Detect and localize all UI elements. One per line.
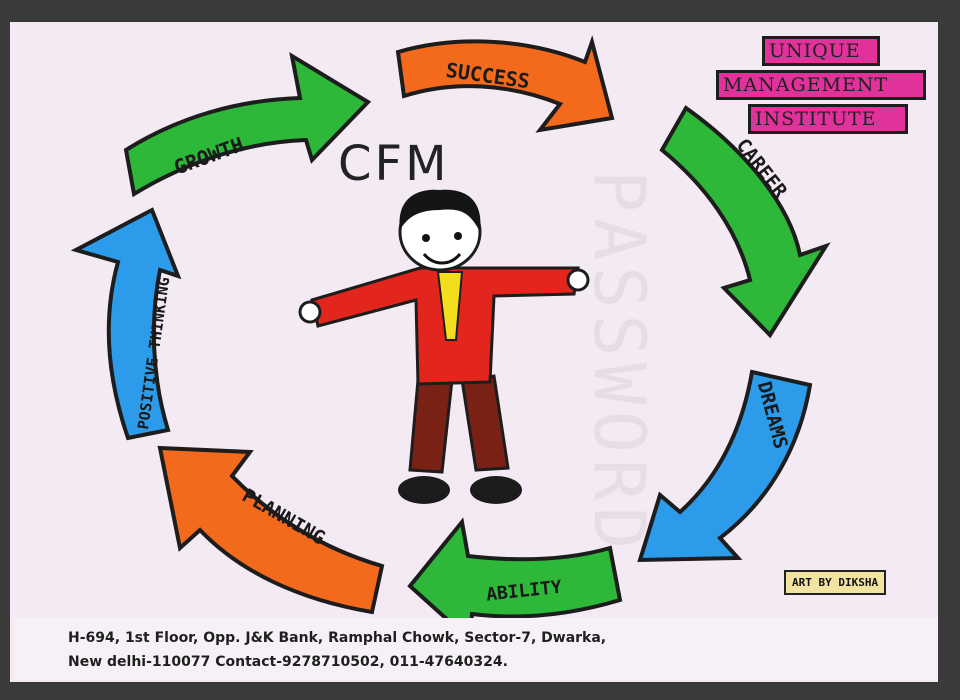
arrow-growth: GROWTH (123, 51, 372, 198)
institute-line-2: MANAGEMENT (716, 70, 926, 100)
artist-credit: ART BY DIKSHA (784, 570, 887, 595)
institute-name: UNIQUE MANAGEMENT INSTITUTE (716, 36, 932, 134)
institute-line-3: INSTITUTE (748, 104, 908, 134)
arrow-shape (157, 445, 385, 615)
arrow-shape (407, 517, 623, 645)
arrow-shape (70, 207, 182, 441)
address-line-2: New delhi-110077 Contact-9278710502, 011… (68, 654, 508, 670)
arrow-dreams: DREAMS (637, 369, 813, 563)
arrow-success: SUCCESS (395, 35, 615, 133)
cartoon-person-icon (298, 189, 590, 504)
arrow-shape (637, 369, 813, 563)
arrow-planning: PLANNING (157, 445, 385, 615)
arrow-career: CAREER (659, 105, 831, 339)
address-strip: H-694, 1st Floor, Opp. J&K Bank, Ramphal… (14, 618, 938, 680)
arrow-shape (395, 35, 615, 133)
arrow-shape (659, 105, 831, 339)
address-line-1: H-694, 1st Floor, Opp. J&K Bank, Ramphal… (68, 630, 607, 646)
arrow-positive-thinking: POSITIVE THINKING (70, 207, 182, 441)
institute-line-1: UNIQUE (762, 36, 880, 66)
arrow-shape (123, 51, 372, 198)
arrow-ability: ABILITY (407, 517, 623, 645)
center-title: CFM (338, 136, 450, 192)
